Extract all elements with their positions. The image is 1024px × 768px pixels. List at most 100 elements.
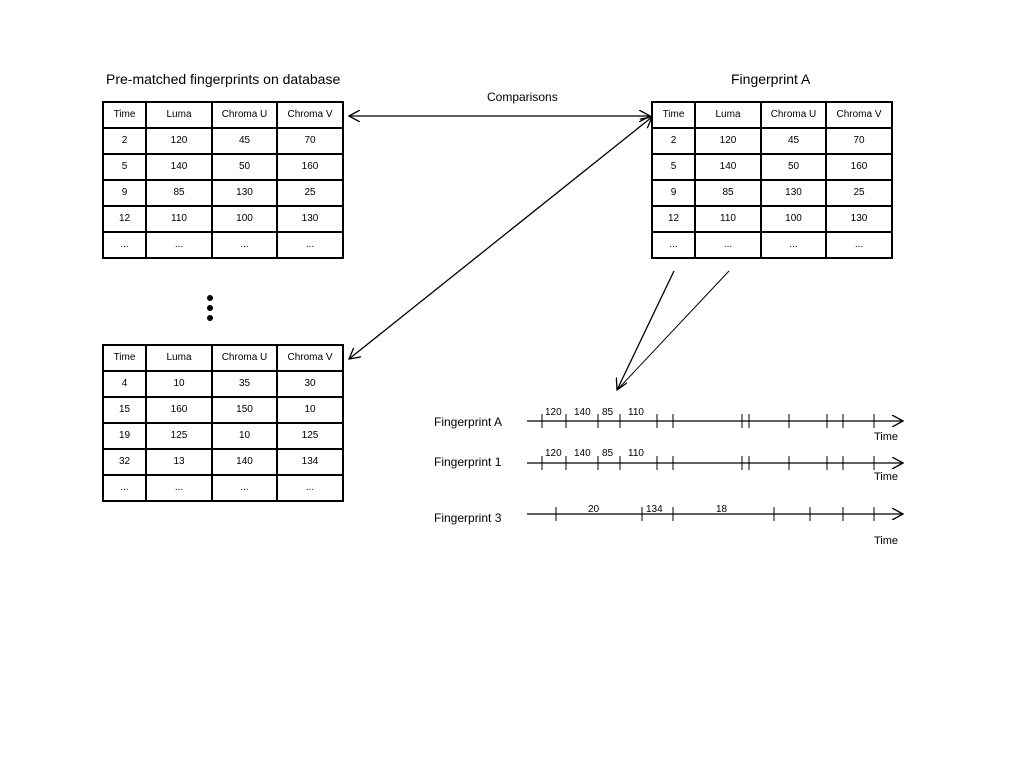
table-cell: 140 [145, 153, 213, 181]
table-cell: 120 [694, 127, 762, 155]
table-cell: 110 [145, 205, 213, 233]
table-cell: 134 [276, 448, 344, 476]
header-chroma-v: Chroma V [276, 101, 344, 129]
table-row: 12 110 100 130 [102, 205, 344, 233]
table-cell: 50 [211, 153, 278, 181]
table-cell: 32 [102, 448, 147, 476]
timeline-ticks [541, 414, 875, 428]
table-cell: 160 [825, 153, 893, 181]
table-cell: 5 [102, 153, 147, 181]
table-cell: 70 [276, 127, 344, 155]
header-chroma-v: Chroma V [276, 344, 344, 372]
table-cell: 10 [276, 396, 344, 424]
table-row: 9 85 130 25 [102, 179, 344, 207]
table-cell: 12 [651, 205, 696, 233]
table-cell: 160 [145, 396, 213, 424]
header-chroma-u: Chroma U [760, 101, 827, 129]
table-cell: ... [276, 474, 344, 502]
table-row: 2 120 45 70 [651, 127, 893, 155]
timeline-value: 120 [545, 407, 562, 418]
table-cell: ... [102, 474, 147, 502]
table-cell: 120 [145, 127, 213, 155]
table-row: 9 85 130 25 [651, 179, 893, 207]
table-cell: 85 [694, 179, 762, 207]
table-row: 5 140 50 160 [102, 153, 344, 181]
table-row: ... ... ... ... [102, 231, 344, 259]
table-cell: 85 [145, 179, 213, 207]
more-tables-ellipsis-icon [207, 295, 213, 321]
timeline-value: 85 [602, 407, 614, 418]
timeline-value: 110 [628, 448, 644, 459]
table-row: ... ... ... ... [102, 474, 344, 502]
expansion-line [617, 270, 730, 390]
timeline-label: Fingerprint A [434, 415, 502, 429]
table-cell: 9 [102, 179, 147, 207]
table-cell: 2 [102, 127, 147, 155]
table-cell: ... [694, 231, 762, 259]
table-cell: 140 [211, 448, 278, 476]
database-table-2: Time Luma Chroma U Chroma V 4 10 35 30 1… [102, 344, 344, 502]
table-cell: 100 [760, 205, 827, 233]
table-cell: 35 [211, 370, 278, 398]
header-luma: Luma [145, 101, 213, 129]
comparison-arrow-2 [349, 117, 652, 359]
table-cell: 125 [145, 422, 213, 450]
table-cell: ... [276, 231, 344, 259]
header-time: Time [102, 344, 147, 372]
table-header-row: Time Luma Chroma U Chroma V [102, 101, 344, 129]
timeline-value: 85 [602, 448, 614, 459]
table-row: ... ... ... ... [651, 231, 893, 259]
table-cell: ... [760, 231, 827, 259]
timeline-axis-label: Time [874, 471, 898, 483]
table-cell: ... [145, 474, 213, 502]
table-cell: ... [825, 231, 893, 259]
table-cell: 10 [211, 422, 278, 450]
table-cell: 110 [694, 205, 762, 233]
table-cell: ... [102, 231, 147, 259]
table-cell: 50 [760, 153, 827, 181]
header-time: Time [102, 101, 147, 129]
header-luma: Luma [145, 344, 213, 372]
table-cell: 150 [211, 396, 278, 424]
timeline-value: 140 [574, 407, 591, 418]
timeline-value: 110 [628, 407, 644, 418]
comparisons-label: Comparisons [487, 90, 558, 104]
table-cell: 130 [211, 179, 278, 207]
timeline-ticks [555, 507, 875, 521]
table-cell: 130 [276, 205, 344, 233]
timeline-value: 20 [588, 504, 600, 515]
table-row: 12 110 100 130 [651, 205, 893, 233]
timeline-value: 134 [646, 504, 663, 515]
fingerprint-a-table: Time Luma Chroma U Chroma V 2 120 45 70 … [651, 101, 893, 259]
table-cell: 30 [276, 370, 344, 398]
table-row: 15 160 150 10 [102, 396, 344, 424]
table-cell: ... [211, 474, 278, 502]
table-cell: 130 [825, 205, 893, 233]
table-cell: 2 [651, 127, 696, 155]
timeline-value: 120 [545, 448, 562, 459]
table-cell: 13 [145, 448, 213, 476]
timeline-value: 18 [716, 504, 728, 515]
table-cell: 140 [694, 153, 762, 181]
table-header-row: Time Luma Chroma U Chroma V [102, 344, 344, 372]
table-cell: 70 [825, 127, 893, 155]
table-row: 32 13 140 134 [102, 448, 344, 476]
header-luma: Luma [694, 101, 762, 129]
timeline-ticks [541, 456, 875, 470]
table-cell: 130 [760, 179, 827, 207]
table-cell: 15 [102, 396, 147, 424]
table-cell: 10 [145, 370, 213, 398]
timeline-axis-label: Time [874, 431, 898, 443]
table-cell: 45 [211, 127, 278, 155]
header-time: Time [651, 101, 696, 129]
database-table-1: Time Luma Chroma U Chroma V 2 120 45 70 … [102, 101, 344, 259]
table-cell: 4 [102, 370, 147, 398]
table-header-row: Time Luma Chroma U Chroma V [651, 101, 893, 129]
timeline-value: 140 [574, 448, 591, 459]
table-cell: 19 [102, 422, 147, 450]
header-chroma-v: Chroma V [825, 101, 893, 129]
header-chroma-u: Chroma U [211, 344, 278, 372]
table-row: 19 125 10 125 [102, 422, 344, 450]
table-cell: 160 [276, 153, 344, 181]
